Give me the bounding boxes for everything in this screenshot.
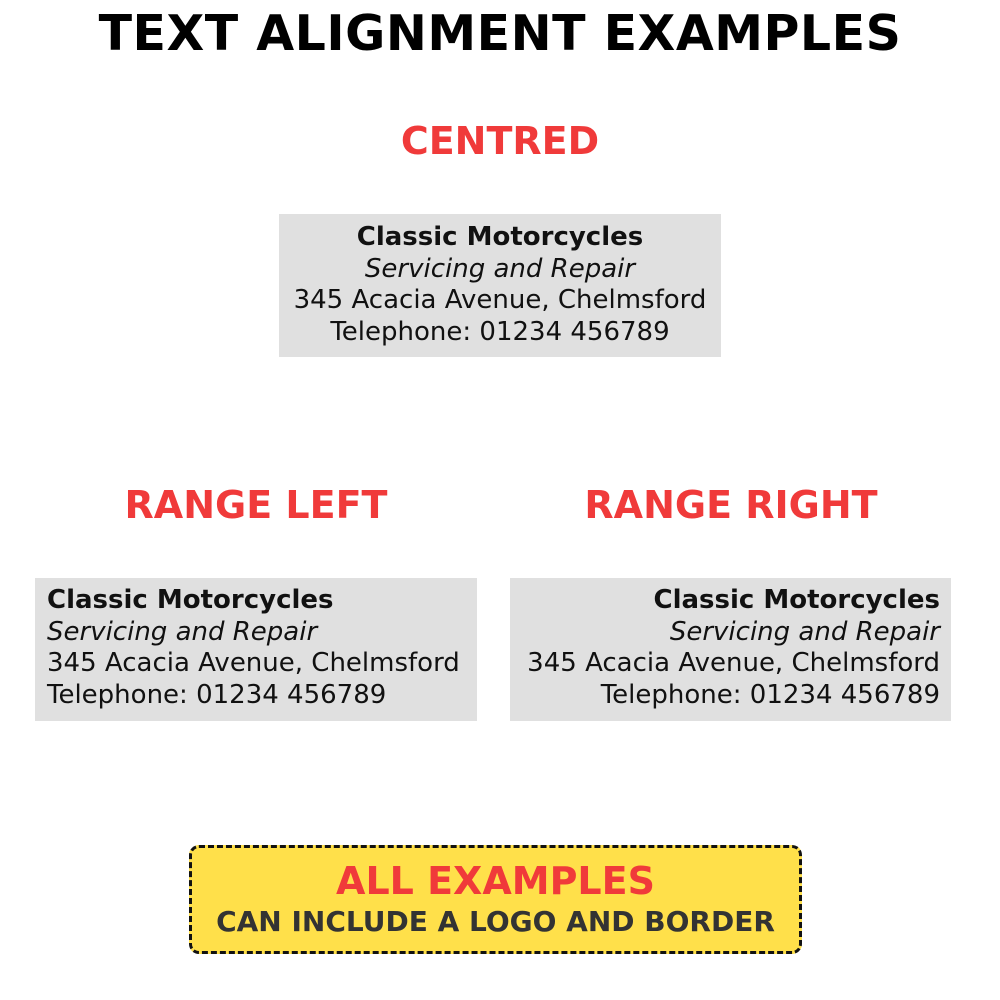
business-tagline: Servicing and Repair [47,616,318,647]
card-range-left: Classic Motorcycles Servicing and Repair… [35,578,477,721]
business-name: Classic Motorcycles [653,585,940,615]
card-range-right: Classic Motorcycles Servicing and Repair… [510,578,951,721]
card-centred: Classic Motorcycles Servicing and Repair… [279,214,721,357]
business-address: 345 Acacia Avenue, Chelmsford [47,648,460,678]
business-telephone: Telephone: 01234 456789 [47,679,387,710]
business-name: Classic Motorcycles [356,222,644,252]
business-telephone: Telephone: 01234 456789 [330,316,670,347]
business-tagline: Servicing and Repair [669,616,940,647]
note-box: ALL EXAMPLES CAN INCLUDE A LOGO AND BORD… [189,845,802,954]
page-title: TEXT ALIGNMENT EXAMPLES [98,5,902,62]
business-name: Classic Motorcycles [47,585,334,615]
business-tagline: Servicing and Repair [364,253,636,284]
business-telephone: Telephone: 01234 456789 [600,679,940,710]
heading-range-right: RANGE RIGHT [584,483,878,527]
note-title: ALL EXAMPLES [336,859,655,903]
heading-range-left: RANGE LEFT [124,483,388,527]
heading-centred: CENTRED [400,119,600,163]
business-address: 345 Acacia Avenue, Chelmsford [293,285,707,315]
business-address: 345 Acacia Avenue, Chelmsford [527,648,940,678]
note-subtitle: CAN INCLUDE A LOGO AND BORDER [216,905,775,938]
